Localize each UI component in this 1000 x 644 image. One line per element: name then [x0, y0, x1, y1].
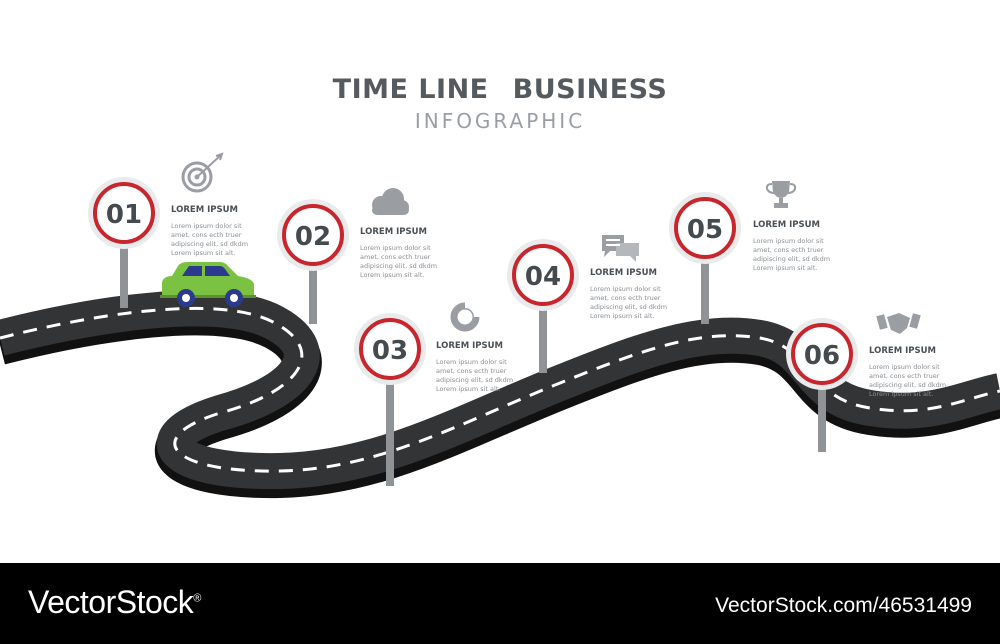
step-body-line: amet, cons ecth truer [869, 372, 940, 380]
milestone-sign-02: 02 [277, 199, 349, 324]
step-body-line: adipiscing elit, sd dkdm [869, 381, 947, 389]
sign-pole [309, 266, 317, 324]
step-heading: LOREM IPSUM [171, 205, 238, 215]
step-body-line: adipiscing elit, sd dkdm [753, 255, 831, 263]
step-body-line: adipiscing elit, sd dkdm [436, 376, 514, 384]
step-body-line: Lorem ipsum sit alt. [590, 312, 655, 320]
step-label-01: LOREM IPSUM Lorem ipsum dolor sit amet, … [171, 205, 281, 258]
step-heading: LOREM IPSUM [590, 268, 657, 278]
step-label-02: LOREM IPSUM Lorem ipsum dolor sit amet, … [360, 227, 470, 280]
chat-bubbles-icon [602, 235, 639, 262]
sign-number: 02 [295, 222, 331, 252]
step-body-line: Lorem ipsum dolor sit [436, 358, 507, 366]
step-body-line: Lorem ipsum dolor sit [590, 285, 661, 293]
sign-number: 03 [372, 336, 408, 366]
title-part-1: TIME LINE [332, 74, 489, 105]
sign-number: 06 [804, 341, 840, 371]
step-heading: LOREM IPSUM [360, 227, 427, 237]
sign-number: 04 [525, 262, 561, 292]
footer-credit: VectorStock.com/46531499 [715, 594, 972, 617]
sign-pole [701, 258, 709, 324]
title-part-2: BUSINESS [512, 74, 668, 105]
step-body-line: amet, cons ecth truer [360, 253, 431, 261]
step-body-line: Lorem ipsum sit alt. [869, 390, 934, 398]
step-body-line: amet, cons ecth truer [753, 246, 824, 254]
step-label-06: LOREM IPSUM Lorem ipsum dolor sit amet, … [869, 346, 979, 399]
step-body-line: Lorem ipsum sit alt. [171, 249, 236, 257]
milestone-sign-05: 05 [669, 192, 741, 324]
step-body-line: adipiscing elit, sd dkdm [171, 240, 249, 248]
car-icon [160, 262, 256, 307]
step-body-line: Lorem ipsum dolor sit [869, 363, 940, 371]
step-body-line: amet, cons ecth truer [436, 367, 507, 375]
step-label-03: LOREM IPSUM Lorem ipsum dolor sit amet, … [436, 341, 546, 394]
milestone-sign-03: 03 [354, 313, 426, 486]
step-body-line: Lorem ipsum sit alt. [360, 271, 425, 279]
page-subtitle: INFOGRAPHIC [414, 109, 586, 133]
sign-pole [818, 386, 826, 452]
step-body-line: adipiscing elit, sd dkdm [590, 303, 668, 311]
sign-pole [120, 244, 128, 308]
step-heading: LOREM IPSUM [436, 341, 503, 351]
milestone-sign-01: 01 [88, 177, 160, 308]
milestone-sign-06: 06 [786, 318, 858, 452]
brand-name: VectorStock [28, 584, 194, 620]
step-body-line: Lorem ipsum sit alt. [753, 264, 818, 272]
sign-number: 01 [106, 200, 142, 230]
trophy-icon [765, 181, 797, 208]
sign-pole [539, 305, 547, 373]
cloud-icon [372, 188, 409, 215]
sign-number: 05 [687, 215, 723, 245]
step-body-line: amet, cons ecth truer [590, 294, 661, 302]
page-title: TIME LINE BUSINESS [0, 74, 1000, 105]
step-label-04: LOREM IPSUM Lorem ipsum dolor sit amet, … [590, 268, 700, 321]
target-icon [181, 152, 224, 193]
footer-bar [0, 563, 1000, 644]
footer-brand: VectorStock® [28, 584, 201, 621]
registered-mark: ® [193, 592, 201, 605]
step-body-line: Lorem ipsum sit alt. [436, 385, 501, 393]
step-heading: LOREM IPSUM [753, 220, 820, 230]
step-body-line: adipiscing elit, sd dkdm [360, 262, 438, 270]
donut-chart-icon [450, 302, 480, 332]
step-body-line: amet, cons ecth truer [171, 231, 242, 239]
step-heading: LOREM IPSUM [869, 346, 936, 356]
step-label-05: LOREM IPSUM Lorem ipsum dolor sit amet, … [753, 220, 863, 273]
milestone-sign-04: 04 [507, 239, 579, 373]
handshake-icon [876, 313, 921, 334]
step-body-line: Lorem ipsum dolor sit [360, 244, 431, 252]
step-body-line: Lorem ipsum dolor sit [171, 222, 242, 230]
step-body-line: Lorem ipsum dolor sit [753, 237, 824, 245]
sign-pole [386, 380, 394, 486]
